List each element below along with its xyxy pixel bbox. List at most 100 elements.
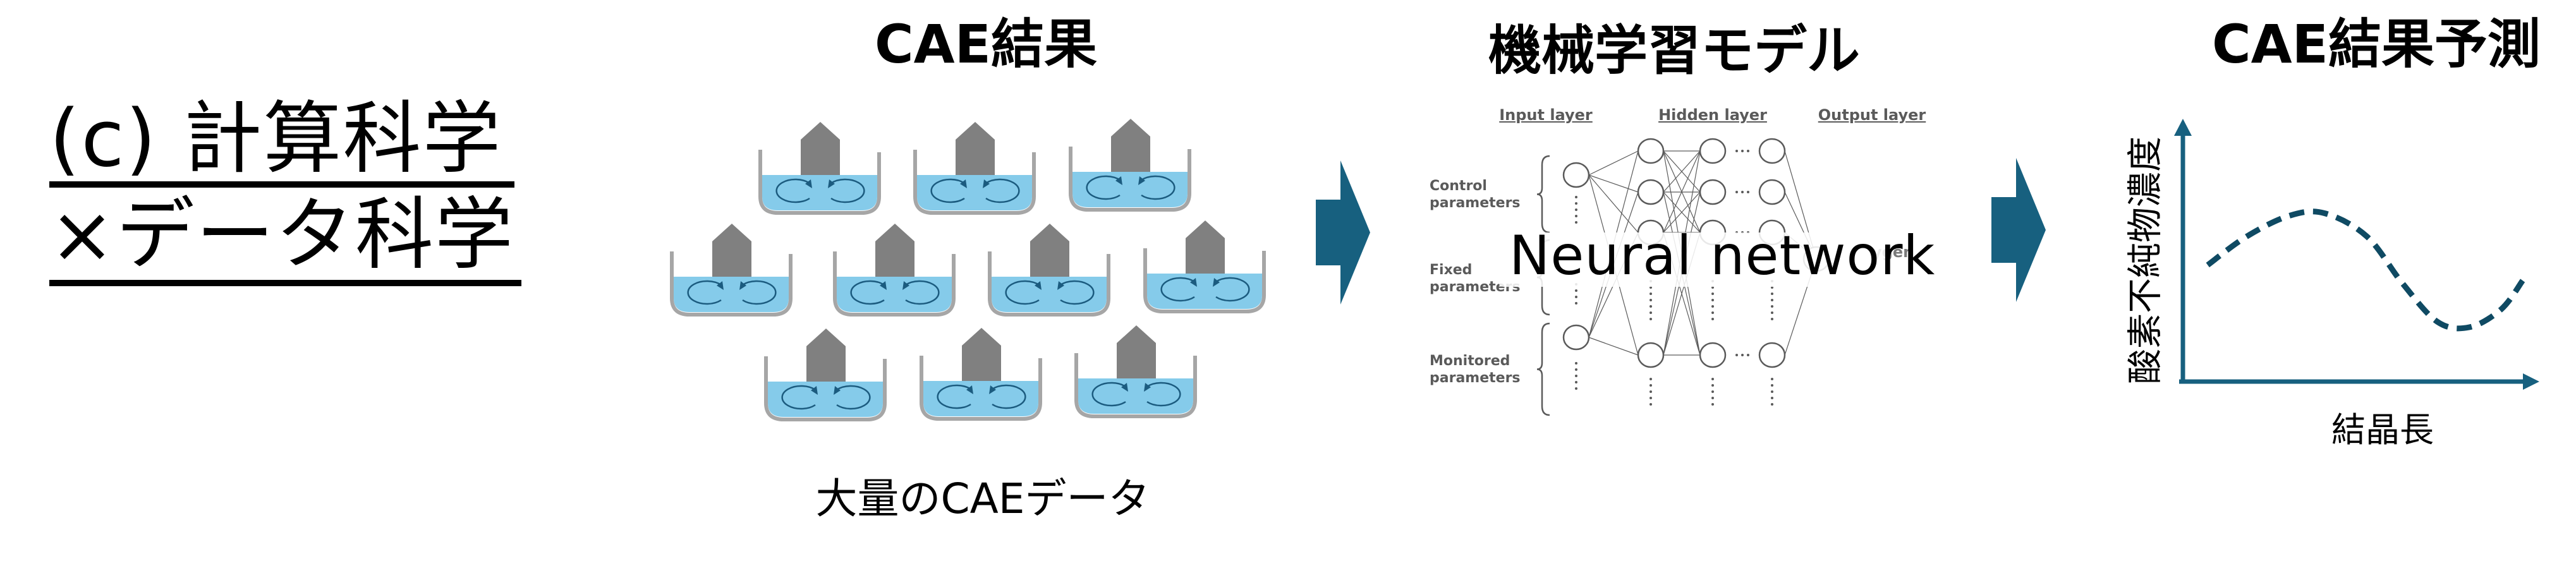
control-parameters-label: Control parameters [1430, 178, 1521, 212]
heading-line-2: ×データ科学 [49, 190, 514, 280]
connection-line [1588, 337, 1639, 356]
vertical-dot [1711, 397, 1714, 399]
swirl-arrowhead [811, 386, 818, 395]
vertical-dot [1771, 397, 1773, 399]
crucible-wall [1069, 147, 1191, 212]
control-label-line1: Control [1430, 178, 1487, 194]
connection-line [1663, 191, 1701, 233]
swirl-right-icon [1146, 382, 1181, 407]
swirl-arrowhead [805, 179, 812, 188]
ellipsis-dot [1741, 354, 1744, 356]
crystal-tank [1069, 119, 1191, 212]
ellipsis-dot [1747, 354, 1749, 356]
vertical-dot [1771, 305, 1773, 308]
output-layer-title: Output layer [1818, 106, 1926, 124]
swirl-right-icon [1141, 175, 1176, 200]
ellipsis-dot [1735, 191, 1738, 193]
crystal-tank [988, 224, 1110, 317]
hidden-node [1699, 342, 1727, 368]
neural-network-title: Neural network [1509, 224, 1936, 287]
heading-line-1: (c) 計算科学 [49, 94, 502, 184]
monitored-parameters-label: Monitored parameters [1430, 353, 1521, 387]
vertical-dot [1575, 375, 1577, 377]
swirl-left-icon [930, 178, 965, 203]
vertical-dot [1711, 384, 1714, 387]
crystal-rod [806, 329, 846, 382]
swirl-left-icon [1091, 382, 1126, 407]
swirl-right-icon [992, 384, 1026, 409]
vertical-dot [1649, 390, 1652, 393]
vertical-dot [1649, 311, 1652, 314]
vertical-dot [1711, 318, 1714, 320]
vertical-dot [1771, 384, 1773, 387]
hidden-node [1637, 342, 1665, 368]
connection-line [1588, 150, 1639, 176]
crystal-rod [956, 122, 995, 175]
swirl-right-icon [1060, 280, 1095, 305]
crystal-rod [1111, 119, 1150, 172]
vertical-dot [1711, 390, 1714, 393]
y-axis-arrowhead-icon [2174, 119, 2192, 136]
swirl-right-icon [985, 178, 1020, 203]
connection-line [1588, 174, 1639, 233]
vertical-dot [1649, 384, 1652, 387]
swirl-arrowhead [902, 281, 909, 290]
swirl-arrowhead [1138, 176, 1145, 185]
vertical-dot [1575, 289, 1577, 292]
input-node [1562, 324, 1590, 351]
vertical-dot [1575, 202, 1577, 205]
crystal-tank [764, 329, 887, 421]
control-label-line2: parameters [1430, 195, 1521, 211]
vertical-dot [1575, 381, 1577, 383]
swirl-arrowhead [989, 385, 996, 394]
crystal-tank [920, 328, 1042, 421]
swirl-arrowhead [966, 385, 973, 394]
vertical-dot [1649, 299, 1652, 301]
crystal-rod [962, 328, 1001, 381]
x-axis-label: 結晶長 [2331, 410, 2434, 450]
swirl-arrowhead [1144, 383, 1151, 392]
swirl-arrowhead [1035, 281, 1042, 290]
prediction-curve [2206, 208, 2525, 332]
swirl-left-icon [1086, 175, 1121, 200]
swirl-arrowhead [1057, 281, 1064, 290]
vertical-dot [1649, 293, 1652, 295]
vertical-dot [1575, 368, 1577, 371]
crystal-rod [875, 224, 914, 277]
swirl-arrowhead [1115, 176, 1122, 185]
crystal-rod [1186, 220, 1225, 274]
hidden-node [1758, 179, 1786, 205]
swirl-left-icon [775, 178, 810, 203]
swirl-left-icon [937, 384, 971, 409]
vertical-dot [1649, 378, 1652, 380]
vertical-dot [1711, 311, 1714, 314]
swirl-left-icon [781, 385, 816, 410]
crystal-tank [758, 122, 881, 215]
swirl-right-icon [905, 280, 940, 305]
ellipsis-dot [1747, 191, 1749, 193]
cae-results-title: CAE結果 [874, 13, 1098, 75]
vertical-dot [1575, 362, 1577, 365]
connection-line [1588, 174, 1639, 193]
swirl-arrowhead [960, 179, 967, 188]
heading-underline-1 [49, 181, 514, 188]
crucible-wall [913, 150, 1036, 215]
input-layer-title: Input layer [1499, 106, 1593, 124]
crucible-wall [1143, 248, 1266, 313]
neural-network-overlay [1498, 232, 1886, 287]
vertical-dot [1575, 208, 1577, 211]
vertical-dot [1575, 387, 1577, 390]
hidden-node [1699, 138, 1727, 164]
swirl-arrowhead [1190, 278, 1197, 287]
swirl-left-icon [687, 280, 722, 305]
hidden-node [1637, 179, 1665, 205]
vertical-dot [1771, 403, 1773, 406]
hidden-node [1637, 138, 1665, 164]
vertical-dot [1649, 286, 1652, 289]
vertical-dot [1575, 302, 1577, 305]
crucible-wall [920, 356, 1042, 421]
crucible-wall [988, 251, 1110, 317]
ellipsis-dot [1735, 354, 1738, 356]
